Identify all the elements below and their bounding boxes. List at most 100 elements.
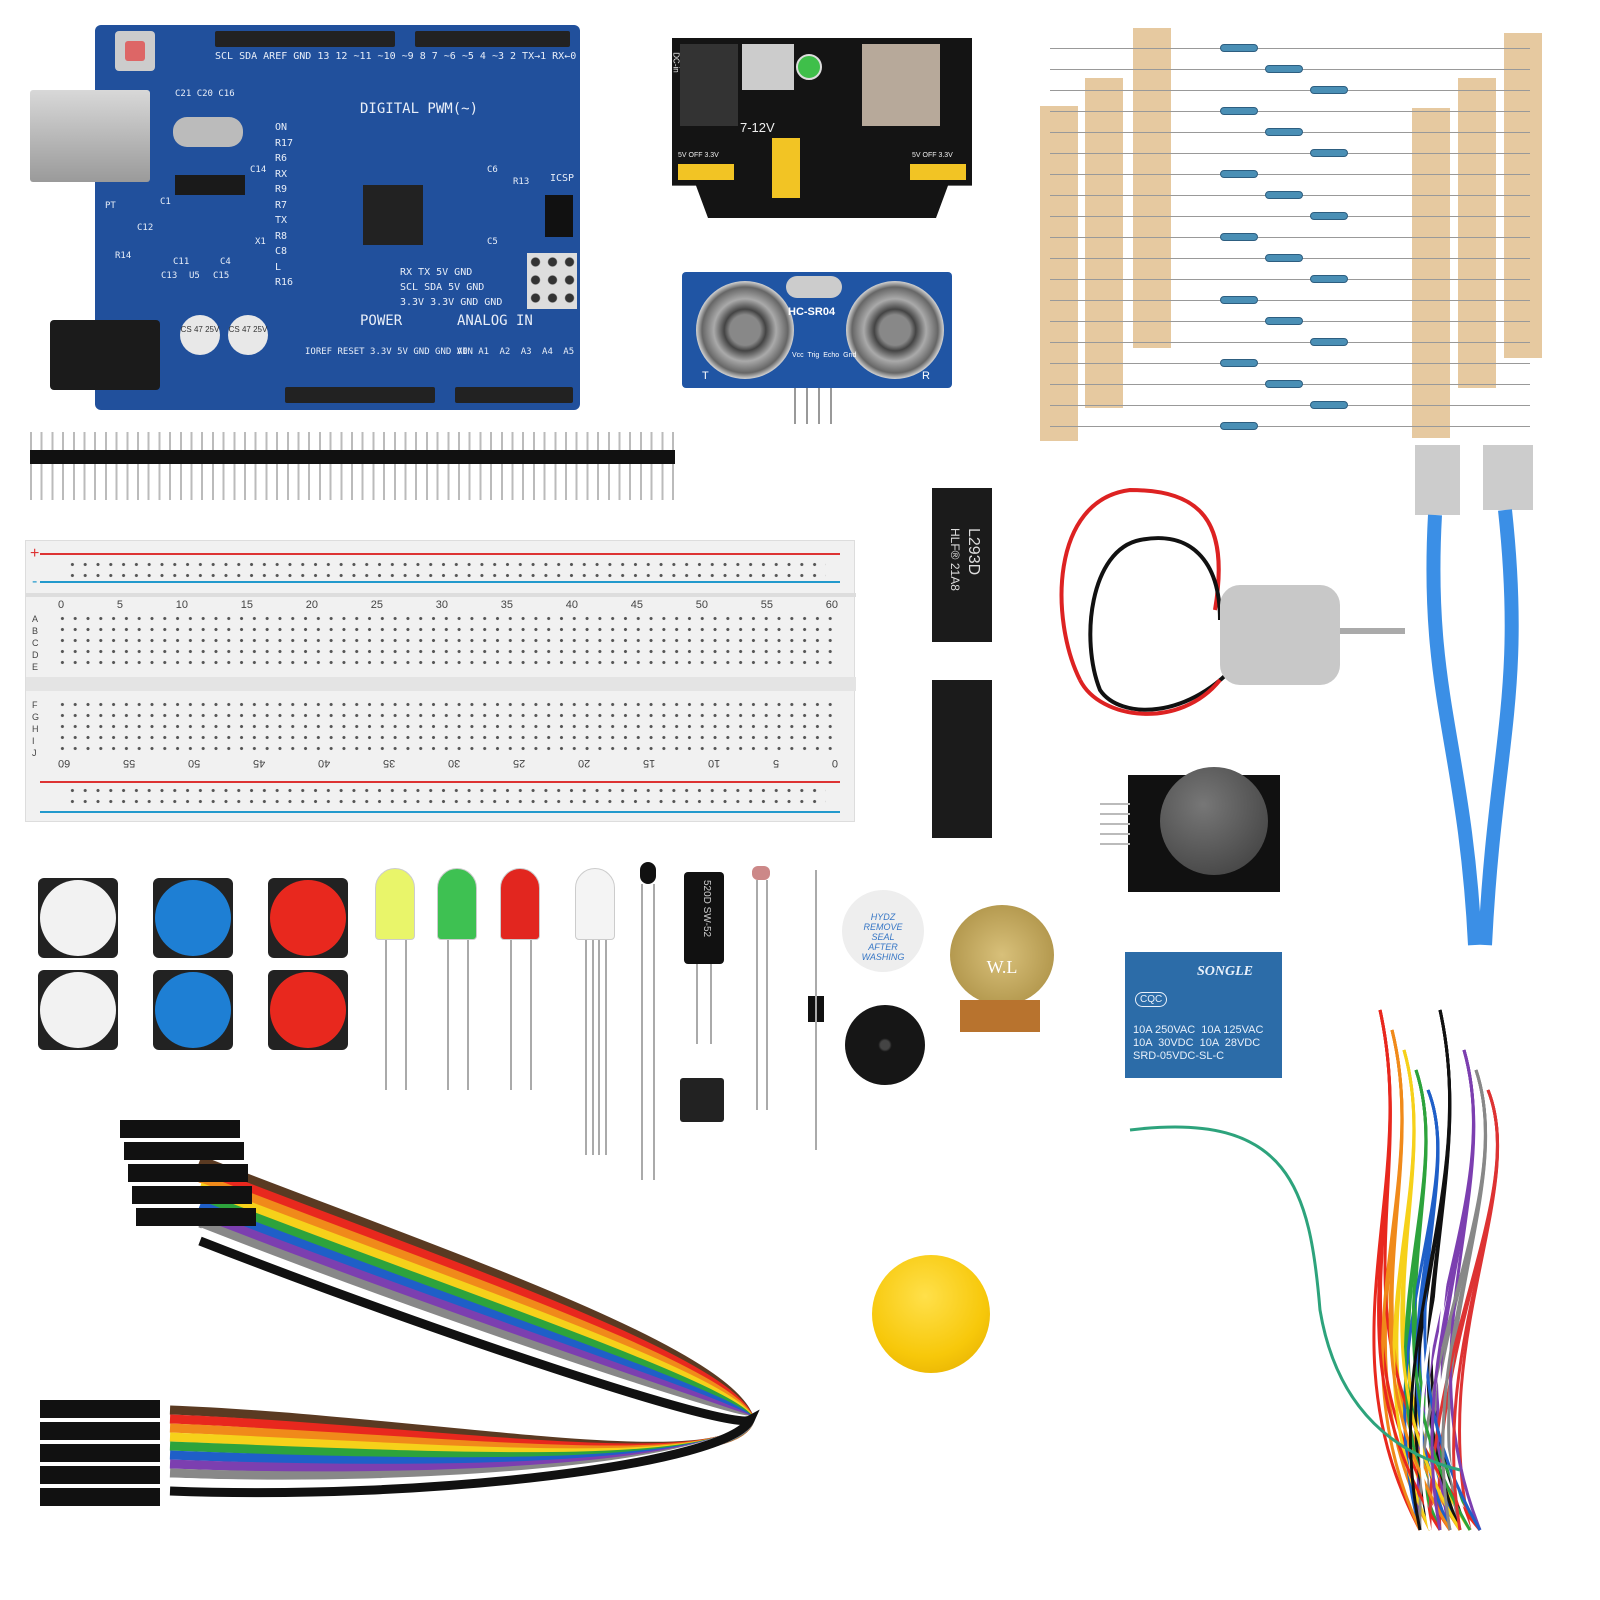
breadboard-label: 50 <box>695 599 708 611</box>
digital-header-left <box>215 31 395 47</box>
plus-rail-line <box>40 553 840 555</box>
breadboard-label: 10 <box>708 757 721 769</box>
tactile-button <box>153 878 233 958</box>
jumper-wire <box>1419 1029 1464 1531</box>
breadboard-label: 55 <box>123 757 136 769</box>
button-cap <box>155 972 231 1048</box>
pin-labels: Vcc Trig Echo Gnd <box>792 352 856 359</box>
breadboard-label: 60 <box>58 757 71 769</box>
comp-label: C5 <box>487 237 498 247</box>
pins <box>1100 803 1130 853</box>
button-cap <box>270 972 346 1048</box>
jumper-wire <box>1430 1049 1476 1531</box>
breadboard-label: 55 <box>760 599 773 611</box>
led-lead <box>510 940 512 1090</box>
tilt-label: 520D SW-52 <box>701 880 712 938</box>
buzzer-text: HYDZ <box>870 912 896 922</box>
breadboard-label: 25 <box>370 599 383 611</box>
resistor-lead <box>1050 342 1530 343</box>
digital-header-right <box>415 31 570 47</box>
resistor <box>1265 254 1303 262</box>
icsp-label: ICSP <box>550 173 575 184</box>
tape <box>1085 78 1123 408</box>
resistor-lead <box>1050 111 1530 112</box>
dupont-connector <box>128 1164 248 1182</box>
dupont-connector <box>136 1208 256 1226</box>
resistor-set <box>1040 28 1545 443</box>
crystal <box>786 276 842 298</box>
resistor <box>1220 296 1258 304</box>
atmega-chip <box>363 185 423 245</box>
side-label: R7 <box>275 199 288 211</box>
pin-pad-grid <box>527 253 577 309</box>
side-label: R16 <box>275 277 294 288</box>
resistor <box>1265 317 1303 325</box>
buzzer-text: WASHING <box>861 952 905 962</box>
dupont-connector <box>40 1444 160 1462</box>
jumper-wire <box>1408 1009 1452 1531</box>
resistor-lead <box>1050 405 1530 406</box>
jumper <box>678 164 734 180</box>
breadboard-label: 10 <box>175 599 188 611</box>
breadboard-label: A <box>32 614 39 624</box>
photoresistor <box>752 866 770 880</box>
resistor <box>1265 191 1303 199</box>
breadboard-label: 45 <box>630 599 643 611</box>
tactile-switch <box>680 1078 724 1122</box>
comp-label: C6 <box>487 165 498 175</box>
led-lead <box>598 940 601 1155</box>
breadboard-label: 5 <box>773 757 780 769</box>
resistor-lead <box>1050 174 1530 175</box>
tactile-button <box>268 970 348 1050</box>
led-lead <box>605 940 607 1155</box>
comp-label: C13 <box>161 271 178 281</box>
resistor <box>1220 170 1258 178</box>
voltage-label: 7-12V <box>740 120 775 135</box>
usb-b-port <box>30 90 150 182</box>
led-lead <box>585 940 587 1155</box>
led-lead <box>385 940 387 1090</box>
dupont-connector <box>124 1142 244 1160</box>
power-header <box>285 387 435 403</box>
resistor <box>1310 212 1348 220</box>
breadboard-label: 50 <box>188 757 201 769</box>
jumper-wire <box>1411 1069 1472 1531</box>
dc-jack <box>50 320 160 390</box>
reset-button <box>115 31 155 71</box>
resistor <box>1220 44 1258 52</box>
side-label: TX <box>275 215 288 226</box>
top-pin-labels: SCL SDA AREF GND 13 12 ~11 ~10 ~9 8 7 ~6… <box>215 51 577 62</box>
breadboard-label: 60 <box>825 599 838 611</box>
breadboard-label: 20 <box>578 757 591 769</box>
resistor <box>1310 275 1348 283</box>
joystick-knob <box>1160 767 1268 875</box>
chip-model: L293D <box>965 528 982 576</box>
power-switch <box>742 44 794 90</box>
usb-chip <box>175 175 245 195</box>
jumper-wires <box>1129 1009 1500 1531</box>
relay-brand: SONGLE <box>1197 964 1254 979</box>
r-label: R <box>922 370 930 382</box>
lead <box>696 964 698 1044</box>
tactile-button <box>153 970 233 1050</box>
buzzer-text: AFTER <box>868 942 898 952</box>
comp-label: C11 <box>173 257 190 267</box>
minus-label: - <box>32 573 38 590</box>
breadboard-label: 30 <box>448 757 461 769</box>
usb-cable <box>1415 445 1533 946</box>
code: 21A8 <box>948 562 962 591</box>
breadboard-label: 15 <box>240 599 253 611</box>
led <box>500 868 540 940</box>
resistor <box>1220 359 1258 367</box>
breadboard-label: 0 <box>831 757 838 769</box>
dupont-connector <box>120 1120 240 1138</box>
ribbon-wire <box>169 1236 760 1498</box>
relay-model: SRD-05VDC-SL-C <box>1133 1050 1225 1062</box>
comp-label: C21 <box>175 89 192 99</box>
resistor <box>1310 338 1348 346</box>
dc-in-label: DC-in <box>671 52 681 73</box>
plus-rail-line <box>40 781 840 783</box>
